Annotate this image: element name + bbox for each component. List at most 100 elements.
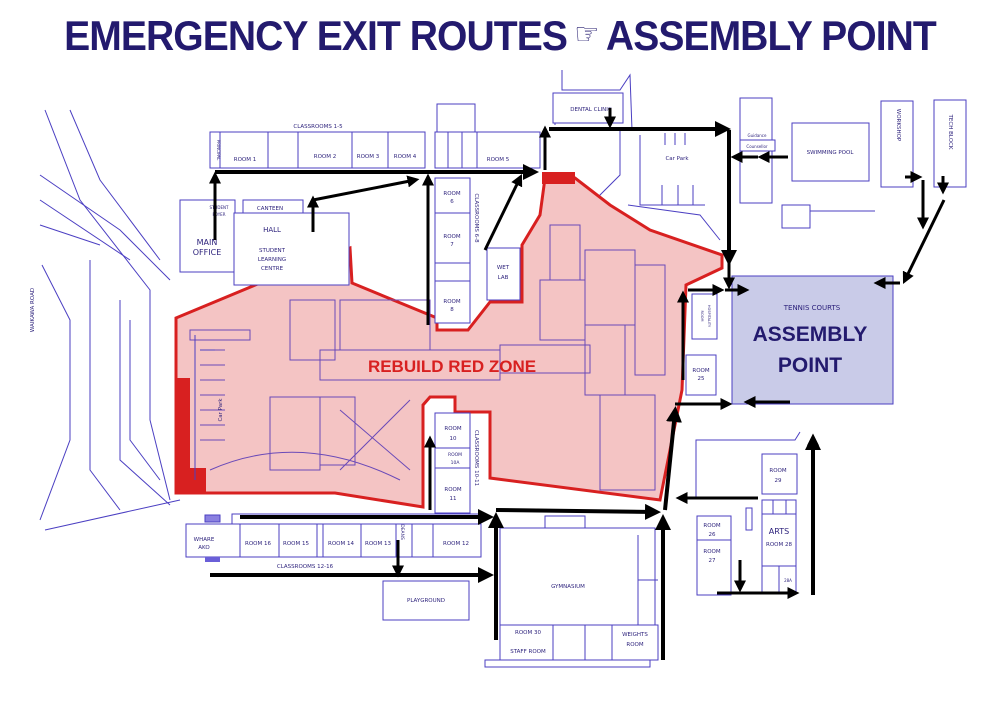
hall-building	[233, 212, 350, 286]
room-15-label: ROOM 15	[283, 541, 309, 547]
principal-label: PRINCIPAL	[216, 140, 221, 161]
red-zone-label: REBUILD RED ZONE	[368, 357, 536, 376]
room-11-label: ROOM	[444, 487, 461, 493]
room-7-number: 7	[450, 242, 454, 248]
pointing-hand-icon: ☞	[574, 18, 599, 51]
room-25-number: 25	[698, 376, 705, 382]
classrooms-12-16-block	[185, 513, 482, 562]
exit-route-arrows	[209, 108, 949, 660]
room-27-label: ROOM	[703, 549, 720, 555]
red-zone-block	[542, 172, 575, 184]
gymnasium-block	[484, 515, 659, 668]
room-8-number: 8	[450, 307, 454, 313]
room-28a-label: 28A	[784, 578, 792, 583]
slc-label-3: CENTRE	[261, 266, 284, 272]
slc-label-1: STUDENT	[259, 248, 286, 254]
room-13-label: ROOM 13	[365, 541, 391, 547]
room-29-label: ROOM	[769, 468, 786, 474]
gymnasium-label: GYMNASIUM	[551, 584, 585, 590]
whare-ako-label-2: AKO	[198, 545, 210, 551]
staff-room-label: STAFF ROOM	[510, 649, 546, 655]
hospitality-label: HOSPITALITY	[707, 305, 711, 328]
room-26-number: 26	[709, 532, 716, 538]
road-lines	[39, 70, 721, 531]
main-office-label-2: OFFICE	[193, 248, 222, 257]
room-6-label: ROOM	[443, 191, 460, 197]
room-30-label: ROOM 30	[515, 630, 541, 636]
dental-clinic-label: DENTAL CLINIC	[570, 107, 612, 113]
playground-label: PLAYGROUND	[407, 598, 445, 604]
arts-room-28	[761, 499, 797, 593]
small-building	[781, 204, 811, 229]
room-8-label: ROOM	[443, 299, 460, 305]
room-28-label: ROOM 28	[766, 542, 792, 548]
weights-room-label-2: ROOM	[626, 642, 643, 648]
whare-ako-label: WHARE	[194, 537, 215, 543]
canteen-building	[242, 199, 304, 214]
room-26-label: ROOM	[703, 523, 720, 529]
room-16-label: ROOM 16	[245, 541, 271, 547]
map-title: EMERGENCY EXIT ROUTES☞ASSEMBLY POINT	[35, 12, 965, 60]
guidance-label: Guidance	[748, 133, 767, 138]
room-29-number: 29	[775, 478, 782, 484]
swimming-pool-label: SWIMMING POOL	[807, 150, 855, 156]
room-10a-number: 10A	[451, 460, 461, 466]
assembly-label-2: POINT	[778, 354, 842, 377]
playground	[382, 580, 470, 621]
classrooms-12-16-label: CLASSROOMS 12-16	[277, 564, 334, 570]
room-7-label: ROOM	[443, 234, 460, 240]
red-zone-block	[176, 378, 190, 493]
swimming-pool	[791, 122, 870, 182]
car-park-west	[194, 335, 215, 480]
car-park-north	[639, 133, 705, 206]
classrooms-1-5-label: CLASSROOMS 1-5	[293, 124, 343, 130]
deans-label: DEANS	[399, 524, 405, 540]
classrooms-6-8-label: CLASSROOMS 6-8	[473, 193, 479, 243]
room-14-label: ROOM 14	[328, 541, 354, 547]
room-10a-label: ROOM	[448, 452, 462, 458]
hall-label: HALL	[263, 226, 281, 234]
tennis-courts-label: TENNIS COURTS	[783, 304, 841, 312]
room-10-label: ROOM	[444, 426, 461, 432]
hospitality-label-2: ROOM	[700, 311, 704, 322]
assembly-point-area	[731, 275, 894, 405]
counsellor-label: Counsellor	[746, 144, 768, 149]
red-zone-block	[176, 468, 206, 493]
student-foyer-label: STUDENT	[210, 205, 230, 210]
main-office-building	[179, 199, 236, 273]
arts-label: ARTS	[769, 527, 789, 536]
room-1-label: ROOM 1	[234, 157, 256, 163]
red-zone-buildings	[189, 224, 666, 491]
classrooms-10-11-block	[434, 412, 471, 514]
car-park-west-label: Car Park	[218, 398, 224, 422]
assembly-label-1: ASSEMBLY	[753, 323, 868, 346]
room-4-label: ROOM 4	[394, 154, 417, 160]
workshop-building	[880, 100, 914, 188]
room-2-label: ROOM 2	[314, 154, 336, 160]
room-5-label: ROOM 5	[487, 157, 510, 163]
room-3-label: ROOM 3	[357, 154, 380, 160]
tech-block-building	[933, 99, 967, 188]
title-left: EMERGENCY EXIT ROUTES	[64, 12, 568, 59]
room-11-number: 11	[450, 496, 457, 502]
hospitality-room	[691, 293, 718, 340]
room-6-number: 6	[450, 199, 454, 205]
workshop-label: WORKSHOP	[895, 109, 901, 142]
room-25-label: ROOM	[692, 368, 709, 374]
room-10-number: 10	[450, 436, 457, 442]
car-park-north-label: Car Park	[665, 156, 689, 162]
waikawa-road-label: WAIKAWA ROAD	[30, 288, 36, 332]
main-office-label: MAIN	[197, 238, 218, 247]
room-27	[696, 539, 732, 596]
room-12-label: ROOM 12	[443, 541, 469, 547]
tech-block-label: TECH BLOCK	[947, 114, 953, 150]
wet-lab-label-2: LAB	[498, 275, 509, 281]
classrooms-1-5-block	[209, 103, 541, 169]
canteen-label: CANTEEN	[257, 206, 283, 212]
wet-lab-building	[486, 247, 521, 301]
weights-room-label: WEIGHTS	[622, 632, 648, 638]
wet-lab-label: WET	[497, 265, 510, 271]
classrooms-10-11-label: CLASSROOMS 10-11	[473, 430, 479, 486]
room-29	[761, 453, 798, 495]
